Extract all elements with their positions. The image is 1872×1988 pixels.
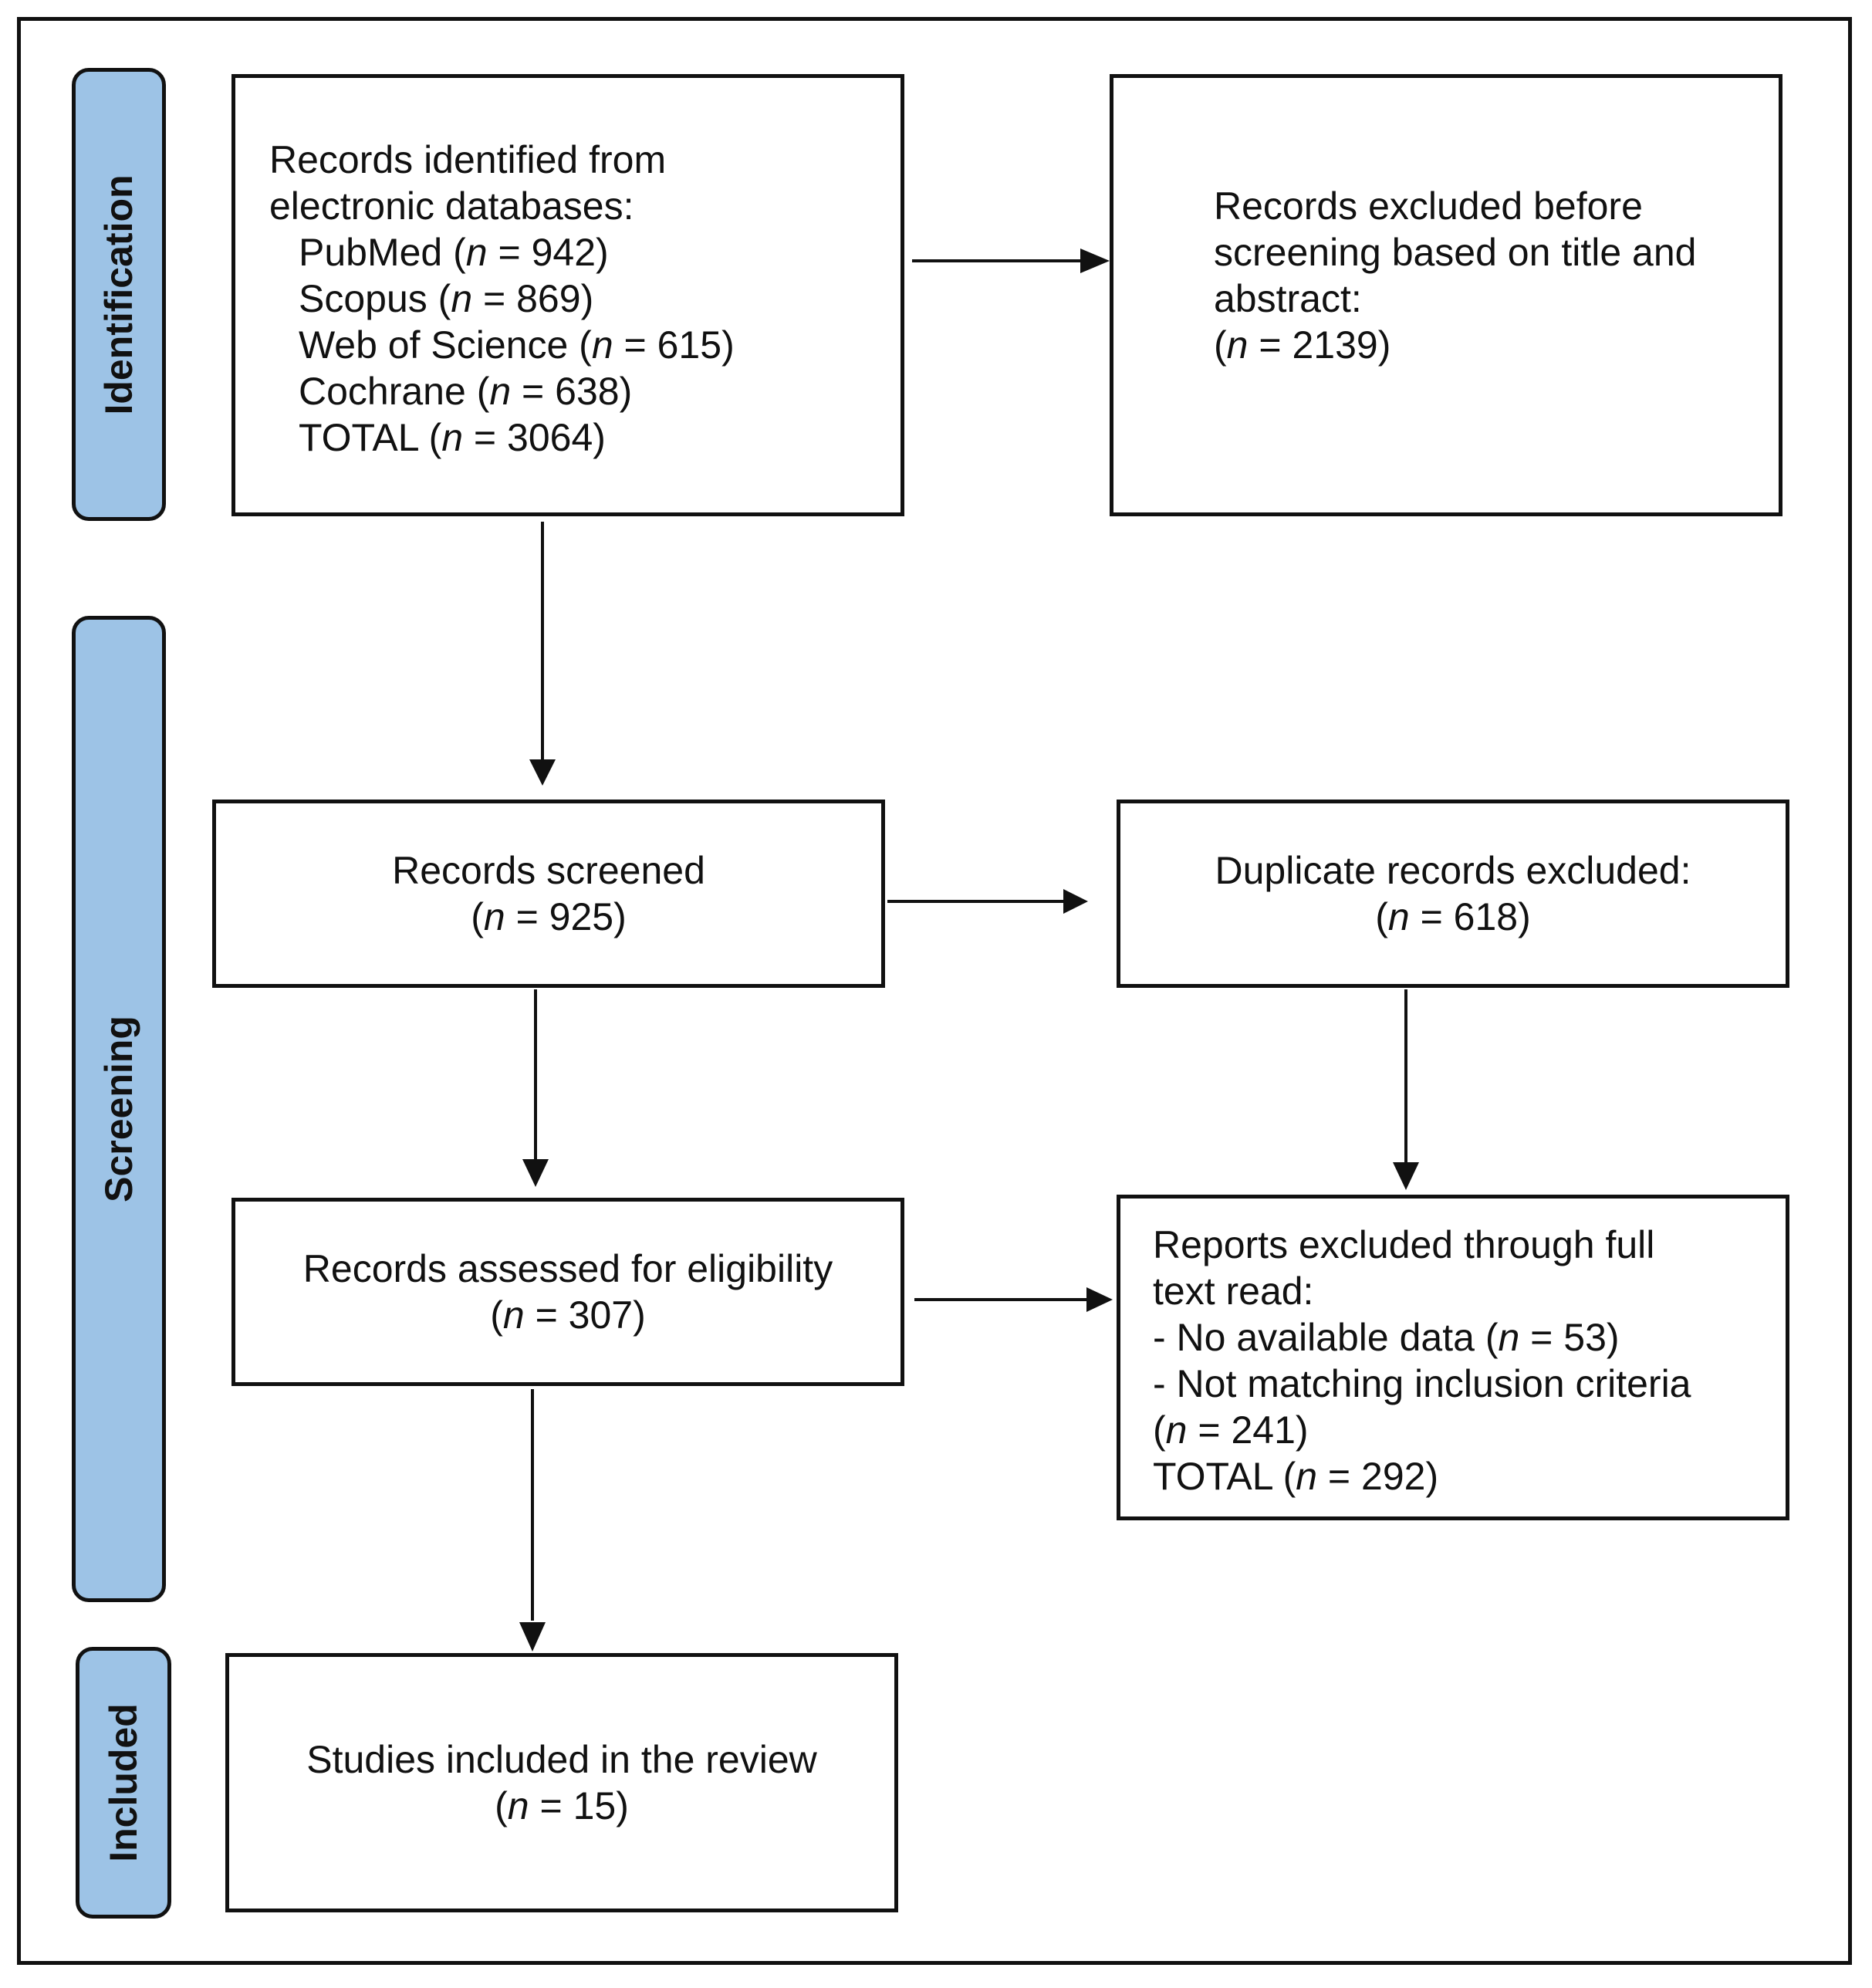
fulltext-not-matching-count: (n = 241) (1153, 1408, 1309, 1452)
stage-screening: Screening (72, 616, 166, 1602)
screened-count: (n = 925) (471, 895, 627, 938)
source-row: Scopus (n = 869) (299, 277, 594, 320)
stage-identification: Identification (72, 68, 166, 521)
included-label: Studies included in the review (306, 1738, 817, 1781)
source-row: Web of Science (n = 615) (299, 323, 735, 367)
excluded-before-count: (n = 2139) (1214, 323, 1391, 367)
identified-heading-line2: electronic databases: (269, 184, 634, 228)
records-screened-box: Records screened (n = 925) (212, 800, 885, 988)
excluded-before-line3: abstract: (1214, 277, 1362, 320)
eligibility-label: Records assessed for eligibility (302, 1247, 833, 1290)
records-excluded-before-box: Records excluded before screening based … (1110, 74, 1782, 516)
diagram-frame (17, 17, 1852, 1965)
arrowhead (1393, 1162, 1419, 1190)
duplicates-count: (n = 618) (1375, 895, 1531, 938)
fulltext-no-data: - No available data (n = 53) (1153, 1316, 1620, 1359)
screened-label: Records screened (392, 849, 705, 892)
eligibility-count: (n = 307) (490, 1293, 646, 1337)
fulltext-line1: Reports excluded through full (1153, 1223, 1655, 1266)
arrowhead (522, 1159, 549, 1187)
duplicates-label: Duplicate records excluded: (1215, 849, 1691, 892)
source-row-total: TOTAL (n = 3064) (299, 416, 606, 459)
studies-included-box: Studies included in the review (n = 15) (225, 1653, 898, 1912)
fulltext-line2: text read: (1153, 1270, 1314, 1313)
arrowhead (1063, 889, 1088, 914)
arrowhead (1086, 1287, 1113, 1312)
duplicate-records-box: Duplicate records excluded: (n = 618) (1117, 800, 1789, 988)
arrowhead (529, 759, 556, 786)
eligibility-box: Records assessed for eligibility (n = 30… (231, 1198, 904, 1386)
fulltext-excluded-box: Reports excluded through full text read:… (1117, 1195, 1789, 1520)
fulltext-total: TOTAL (n = 292) (1153, 1455, 1439, 1498)
source-row: PubMed (n = 942) (299, 231, 609, 274)
source-row: Cochrane (n = 638) (299, 370, 633, 413)
identified-heading-line1: Records identified from (269, 138, 667, 181)
excluded-before-line1: Records excluded before (1214, 184, 1643, 228)
fulltext-not-matching: - Not matching inclusion criteria (1153, 1362, 1691, 1405)
arrowhead (1080, 248, 1110, 273)
records-identified-box: Records identified from electronic datab… (231, 74, 904, 516)
stage-included: Included (76, 1647, 171, 1919)
excluded-before-line2: screening based on title and (1214, 231, 1697, 274)
arrowhead (519, 1622, 546, 1652)
included-count: (n = 15) (495, 1784, 629, 1827)
